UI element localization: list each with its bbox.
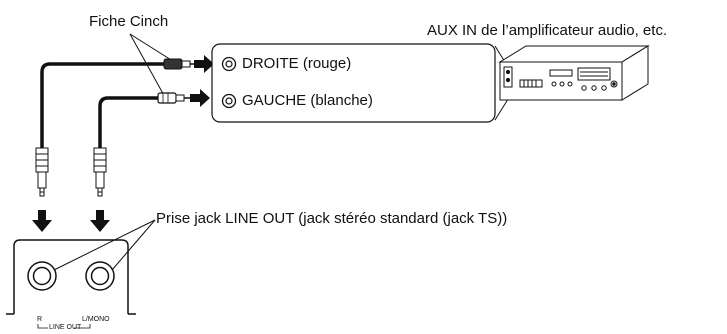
line-out-leader-lines [53,219,156,271]
phone-plug-left [93,147,107,197]
cable-right [40,62,164,148]
line-out-jack-lmono-icon [85,261,115,291]
amp-input-panel [211,43,496,123]
phone-plug-right [35,147,49,197]
line-out-bracket [37,324,91,329]
rca-plug-left [157,92,190,104]
panel-lmono-label: L/MONO [82,316,110,323]
panel-r-label: R [37,316,43,323]
arrow-right-input [194,55,214,73]
arrow-down-right-plug [32,210,52,232]
rca-plug-right [163,58,196,70]
line-out-jack-r-icon [27,261,57,291]
arrow-down-left-plug [90,210,110,232]
right-input-label: DROITE (rouge) [242,55,352,72]
left-input-label: GAUCHE (blanche) [242,92,373,109]
cable-left [98,96,158,148]
aux-in-label: AUX IN de l’amplificateur audio, etc. [427,22,668,39]
line-out-panel [13,239,129,314]
rca-jack-left-icon [221,93,237,109]
line-out-jack-label: Prise jack LINE OUT (jack stéréo standar… [156,210,508,227]
arrow-left-input [190,89,210,107]
rca-plug-label: Fiche Cinch [89,13,169,30]
audio-amplifier-icon [498,45,650,101]
panel-line-out-label: LINE OUT [49,324,82,331]
rca-leader-lines [129,33,177,100]
rca-jack-right-icon [221,56,237,72]
